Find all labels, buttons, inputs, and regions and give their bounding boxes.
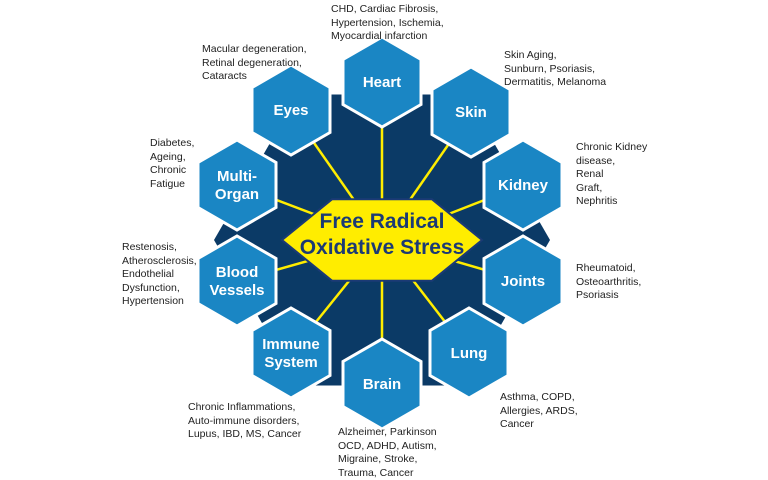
organ-hexagon-eyes bbox=[250, 63, 332, 157]
organ-label-kidney: Kidney bbox=[498, 177, 549, 194]
conditions-lung: Asthma, COPD, Allergies, ARDS, Cancer bbox=[500, 391, 578, 430]
organ-hexagon-heart bbox=[341, 35, 423, 129]
organ-hexagon-kidney bbox=[482, 138, 564, 232]
organ-hexagon-brain bbox=[341, 337, 423, 431]
organ-label-immune-system: System bbox=[264, 354, 317, 371]
organ-label-lung: Lung bbox=[451, 345, 488, 362]
organ-label-brain: Brain bbox=[363, 376, 401, 393]
conditions-blood-vessels: Restenosis, Atherosclerosis, Endothelial… bbox=[122, 241, 197, 307]
organ-hexagon-joints bbox=[482, 234, 564, 328]
organ-skin: Skin bbox=[430, 65, 512, 159]
organ-hexagon-lung bbox=[428, 306, 510, 400]
organ-kidney: Kidney bbox=[482, 138, 564, 232]
organ-label-multi-organ: Organ bbox=[215, 186, 259, 203]
organ-label-eyes: Eyes bbox=[273, 102, 308, 119]
organ-heart: Heart bbox=[341, 35, 423, 129]
conditions-immune-system: Chronic Inflammations, Auto-immune disor… bbox=[188, 401, 302, 440]
organ-label-skin: Skin bbox=[455, 104, 487, 121]
organ-hexagon-skin bbox=[430, 65, 512, 159]
organ-label-multi-organ: Multi- bbox=[217, 168, 257, 185]
organ-lung: Lung bbox=[428, 306, 510, 400]
organ-brain: Brain bbox=[341, 337, 423, 431]
organ-label-blood-vessels: Vessels bbox=[209, 282, 264, 299]
organ-eyes: Eyes bbox=[250, 63, 332, 157]
organ-label-joints: Joints bbox=[501, 273, 545, 290]
organ-hexagon-blood-vessels bbox=[196, 234, 278, 328]
conditions-joints: Rheumatoid, Osteoarthritis, Psoriasis bbox=[576, 262, 642, 301]
conditions-skin: Skin Aging, Sunburn, Psoriasis, Dermatit… bbox=[504, 49, 607, 88]
conditions-heart: CHD, Cardiac Fibrosis, Hypertension, Isc… bbox=[331, 3, 444, 42]
conditions-multi-organ: Diabetes, Ageing, Chronic Fatigue bbox=[150, 137, 195, 190]
organ-label-blood-vessels: Blood bbox=[216, 264, 259, 281]
organ-multi-organ: Multi-Organ bbox=[196, 138, 278, 232]
organ-hexagon-multi-organ bbox=[196, 138, 278, 232]
center-title-line-2: Oxidative Stress bbox=[300, 236, 465, 259]
center-title-line-1: Free Radical bbox=[320, 210, 445, 233]
organ-label-heart: Heart bbox=[363, 74, 401, 91]
organ-label-immune-system: Immune bbox=[262, 336, 320, 353]
conditions-kidney: Chronic Kidney disease, Renal Graft, Nep… bbox=[576, 141, 648, 207]
conditions-eyes: Macular degeneration, Retinal degenerati… bbox=[202, 43, 307, 82]
center-hexagon bbox=[280, 198, 484, 282]
organ-joints: Joints bbox=[482, 234, 564, 328]
organ-hexagon-immune-system bbox=[250, 306, 332, 400]
conditions-brain: Alzheimer, Parkinson OCD, ADHD, Autism, … bbox=[338, 426, 437, 479]
